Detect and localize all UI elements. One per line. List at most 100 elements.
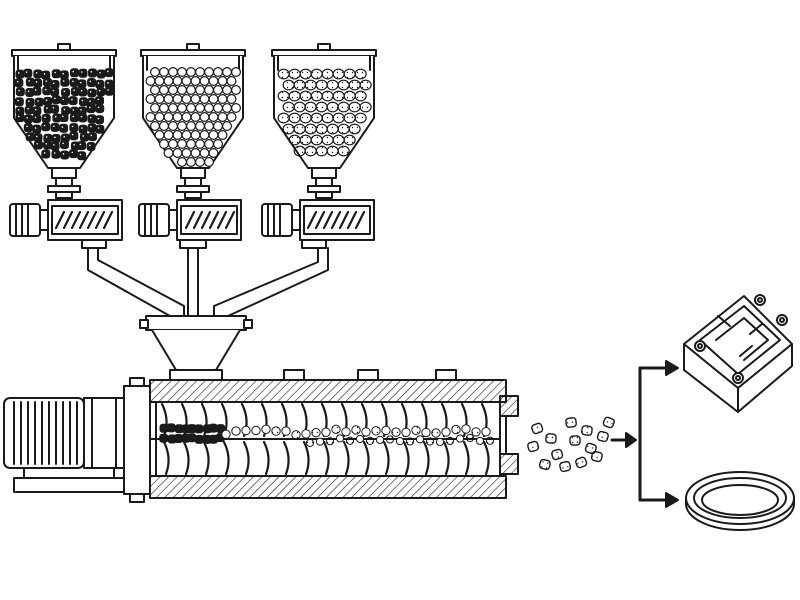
- pellet: [531, 422, 544, 435]
- dosing-feeder-3: [261, 199, 375, 249]
- sphere: [231, 66, 242, 77]
- sphere: [159, 84, 170, 95]
- sphere: [190, 130, 201, 141]
- granule-highlight: [72, 115, 74, 118]
- granule-highlight: [97, 98, 100, 101]
- granule: [96, 69, 106, 79]
- sphere: [181, 130, 192, 141]
- pellet: [602, 416, 615, 429]
- speckled-granule: [359, 101, 372, 113]
- speckled-granule: [343, 112, 356, 124]
- speckled-granule: [321, 90, 334, 102]
- granule: [23, 68, 33, 78]
- granule: [79, 97, 89, 107]
- granule: [50, 141, 60, 151]
- screw-flight-upper: [200, 402, 208, 438]
- melt-particle: [385, 435, 395, 444]
- melt-particle: [391, 427, 401, 437]
- sphere: [222, 120, 233, 131]
- granule: [24, 105, 34, 115]
- granule: [194, 434, 204, 444]
- melt-particle: [485, 436, 495, 445]
- hopper-speckled-granules: [271, 43, 377, 199]
- speckled-granule: [299, 134, 312, 146]
- melt-particle: [455, 434, 465, 443]
- sphere: [199, 148, 210, 159]
- sphere: [177, 120, 188, 131]
- granule-highlight: [27, 90, 30, 93]
- granule: [166, 423, 176, 433]
- granule: [15, 69, 25, 79]
- sphere: [195, 139, 206, 150]
- speckled-granule: [299, 68, 312, 80]
- speckled-granule: [354, 90, 367, 102]
- granule-highlight: [54, 97, 56, 100]
- melt-particle: [465, 433, 475, 443]
- granule: [50, 87, 60, 97]
- melt-particle: [365, 436, 375, 445]
- granule-highlight: [62, 142, 65, 145]
- sphere: [163, 111, 174, 122]
- sphere: [145, 93, 156, 104]
- granule-highlight: [97, 106, 100, 109]
- granule: [95, 104, 105, 114]
- granule-highlight: [45, 99, 48, 102]
- screw-flight-lower: [362, 440, 370, 476]
- granule-highlight: [63, 90, 66, 93]
- granule: [104, 68, 114, 78]
- screw-flight-lower: [462, 440, 470, 476]
- speckled-granule: [299, 112, 312, 124]
- granule-highlight: [62, 153, 65, 155]
- melt-particle: [241, 425, 251, 436]
- sphere: [231, 84, 242, 95]
- melt-particle: [395, 437, 405, 446]
- melt-particle: [461, 424, 471, 434]
- granule-highlight: [107, 70, 109, 73]
- granule-highlight: [44, 116, 46, 118]
- melt-particle: [281, 426, 291, 436]
- granule: [32, 124, 42, 134]
- speckled-granule: [288, 68, 301, 80]
- sphere: [172, 130, 183, 141]
- granule-highlight: [80, 89, 83, 92]
- granule: [23, 114, 33, 124]
- sphere: [177, 157, 188, 168]
- sphere: [199, 93, 210, 104]
- speckled-granule: [288, 90, 301, 102]
- sphere: [145, 75, 156, 86]
- granule: [41, 149, 51, 159]
- granule: [33, 133, 43, 143]
- granule-highlight: [73, 89, 75, 92]
- granule: [51, 69, 61, 79]
- speckled-granule: [348, 123, 361, 135]
- pellet: [575, 456, 588, 469]
- sphere: [195, 102, 206, 113]
- hopper-black-granules: [11, 43, 117, 199]
- speckled-granule: [343, 134, 356, 146]
- granule: [208, 423, 218, 433]
- screw-flight-lower: [202, 440, 210, 476]
- melt-particle: [471, 427, 481, 437]
- speckled-granule: [304, 123, 317, 135]
- speckled-granule: [282, 79, 295, 91]
- granule: [51, 95, 61, 105]
- speckled-granule: [354, 68, 367, 80]
- sphere: [181, 111, 192, 122]
- granule: [33, 140, 43, 150]
- granule: [59, 123, 69, 133]
- screw-flight-lower: [402, 440, 410, 476]
- melt-particle: [325, 437, 335, 446]
- sphere: [190, 93, 201, 104]
- melt-particle: [345, 436, 355, 445]
- sphere: [195, 84, 206, 95]
- granule: [69, 123, 79, 133]
- granule: [15, 87, 25, 97]
- pellet: [559, 460, 572, 473]
- granule: [42, 86, 52, 96]
- granule-highlight: [72, 70, 75, 73]
- granule-highlight: [62, 80, 65, 82]
- speckled-granule: [315, 123, 328, 135]
- granule-highlight: [54, 115, 57, 118]
- granule-highlight: [52, 106, 55, 109]
